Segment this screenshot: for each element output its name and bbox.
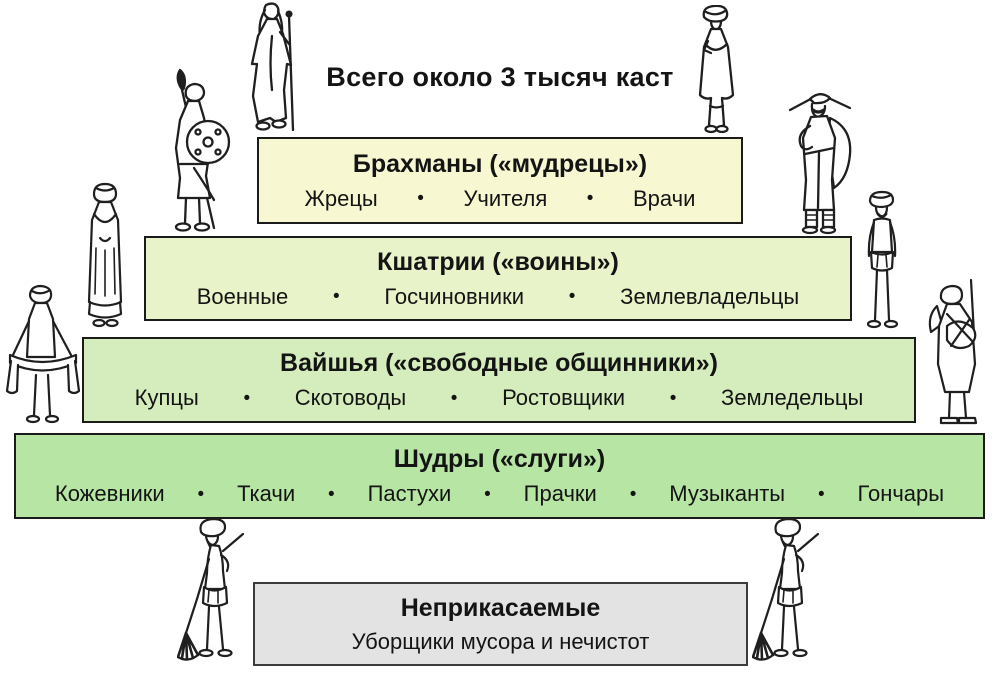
occupation-label: Ткачи [237,481,296,506]
occupation-label: Военные [196,283,289,309]
untouchables-heading: Неприкасаемые [400,593,601,622]
tier-kshatriyas-occupations: Военные • Госчиновники • Землевладельцы [146,283,850,309]
tier-vaishyas-occupations: Купцы • Скотоводы • Ростовщики • Земледельцы [84,387,914,409]
tier-brahmans: Брахманы («мудрецы») Жрецы • Учителя • Врачи [257,137,743,224]
bullet-separator: • [197,483,205,505]
bullet-separator: • [243,387,251,409]
tier-shudras-occupations: Кожевники • Ткачи • Пастухи • Прачки • Музыканты… [16,483,983,505]
occupation-label: Земледельцы [721,385,864,410]
bullet-separator: • [484,483,491,505]
bullet-separator: • [568,286,576,307]
merchant-holding-cloth-icon [4,283,82,431]
tier-kshatriyas: Кшатрии («воины») Военные • Госчиновники • З… [144,236,852,321]
warrior-with-hat-and-cloak-icon [778,88,862,235]
sage-with-staff-icon [236,2,306,137]
woman-with-folded-hands-icon [80,182,130,333]
occupation-label: Купцы [134,385,199,410]
bullet-separator: • [450,387,458,409]
occupation-label: Гончары [857,481,945,506]
occupation-label: Землевладельцы [620,283,800,309]
occupation-label: Ростовщики [502,385,626,410]
untouchables-subtitle: Уборщики мусора и нечистот [351,628,650,654]
musician-with-pipe-icon [925,274,989,432]
bullet-separator: • [328,483,335,505]
tier-brahmans-occupations: Жрецы • Учителя • Врачи [259,185,741,211]
sweeper-with-broom-icon [177,517,259,665]
occupation-label: Учителя [463,185,548,211]
tier-brahmans-heading: Брахманы («мудрецы») [352,149,648,178]
tier-shudras: Шудры («слуги») Кожевники • Ткачи • Пастухи •… [14,433,985,519]
bullet-separator: • [417,188,424,209]
warrior-with-spear-and-shield-icon [152,68,238,235]
tier-vaishyas-heading: Вайшья («свободные общинники») [280,349,718,377]
ascetic-in-loincloth-icon [856,190,910,336]
bullet-separator: • [586,188,594,209]
occupation-label: Скотоводы [294,385,407,410]
bullet-separator: • [669,387,677,409]
bullet-separator: • [817,483,825,505]
occupation-label: Прачки [523,481,597,506]
bullet-separator: • [629,483,637,505]
bullet-separator: • [333,286,340,307]
diagram-title: Всего около 3 тысяч каст [326,62,674,92]
sweeper-with-broom-icon [752,517,834,665]
scholar-with-turban-icon [686,5,746,138]
untouchables-box: Неприкасаемые Уборщики мусора и нечистот [253,582,748,666]
occupation-label: Музыканты [669,481,786,506]
occupation-label: Врачи [632,185,696,211]
occupation-label: Пастухи [367,481,452,506]
occupation-label: Госчиновники [384,283,525,309]
occupation-label: Кожевники [54,481,165,506]
occupation-label: Жрецы [304,185,378,211]
tier-kshatriyas-heading: Кшатрии («воины») [377,247,619,276]
tier-shudras-heading: Шудры («слуги») [393,445,606,473]
tier-vaishyas: Вайшья («свободные общинники») Купцы • Ско… [82,337,916,423]
